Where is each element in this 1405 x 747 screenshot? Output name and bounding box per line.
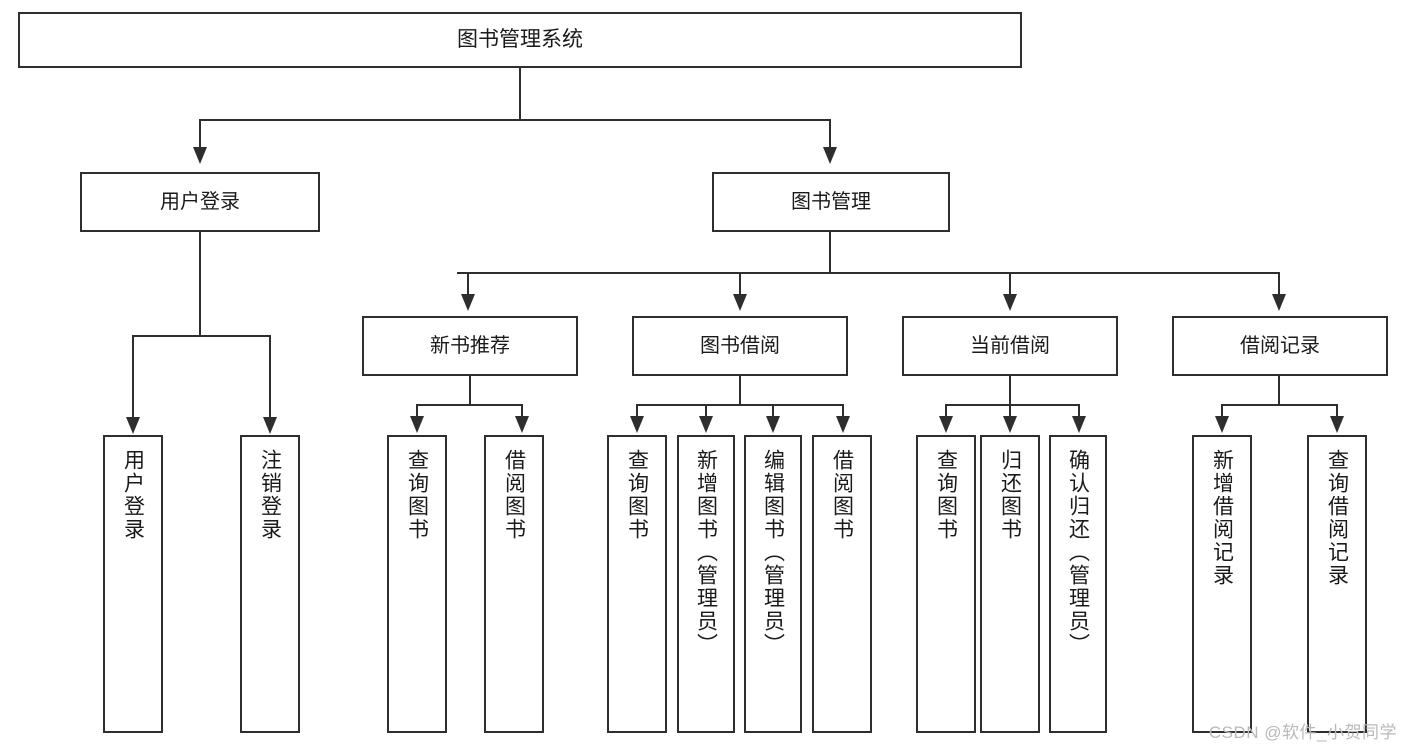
connector-recommend-leg-1 (416, 404, 418, 418)
node-label: 借阅图书 (830, 449, 854, 541)
arrowhead-recommend-leaf-1 (410, 416, 424, 433)
connector-borrow-leg-2 (705, 404, 707, 418)
connector-book-stem (829, 232, 831, 274)
arrowhead-current-leaf-2 (1003, 416, 1017, 433)
connector-root-stem (519, 68, 521, 120)
connector-user-to-leaf-1 (132, 335, 134, 419)
node-new-book-recommendation[interactable]: 新书推荐 (362, 316, 578, 376)
connector-borrow-stem (739, 376, 741, 405)
arrowhead-root-to-user (193, 147, 207, 164)
node-label: 借阅记录 (1240, 334, 1320, 357)
arrowhead-book-to-recommend (461, 294, 475, 311)
connector-recommend-stem (469, 376, 471, 405)
connector-records-leg-1 (1221, 404, 1223, 418)
node-label: 查询图书 (625, 449, 649, 541)
node-label: 图书借阅 (700, 334, 780, 357)
arrowhead-root-to-book (823, 147, 837, 164)
arrowhead-user-to-leaf-1 (126, 417, 140, 434)
arrowhead-records-leaf-1 (1215, 416, 1229, 433)
connector-current-stem (1009, 376, 1011, 405)
node-current-borrowing[interactable]: 当前借阅 (902, 316, 1118, 376)
leaf-borrow-query-book[interactable]: 查询图书 (607, 435, 667, 733)
node-root-system[interactable]: 图书管理系统 (18, 12, 1022, 68)
arrowhead-current-leaf-1 (939, 416, 953, 433)
connector-root-to-user (199, 119, 201, 149)
node-label: 借阅图书 (502, 449, 526, 541)
leaf-edit-book-admin[interactable]: 编辑图书（管理员） (744, 435, 802, 733)
arrowhead-book-to-current (1003, 294, 1017, 311)
leaf-add-borrow-record[interactable]: 新增借阅记录 (1192, 435, 1252, 733)
node-label: 用户登录 (160, 190, 240, 213)
leaf-borrow-book[interactable]: 借阅图书 (812, 435, 872, 733)
connector-recommend-leg-2 (521, 404, 523, 418)
node-label: 新增图书（管理员） (694, 449, 718, 656)
node-book-management[interactable]: 图书管理 (712, 172, 950, 232)
node-label: 确认归还（管理员） (1066, 449, 1090, 656)
connector-records-bus (1221, 404, 1338, 406)
node-label: 图书管理系统 (457, 28, 583, 52)
arrowhead-recommend-leaf-2 (515, 416, 529, 433)
arrowhead-records-leaf-2 (1330, 416, 1344, 433)
leaf-recommend-borrow-book[interactable]: 借阅图书 (484, 435, 544, 733)
leaf-current-query-book[interactable]: 查询图书 (916, 435, 976, 733)
connector-recommend-bus (416, 404, 523, 406)
connector-book-to-borrow (739, 272, 741, 296)
connector-current-leg-3 (1078, 404, 1080, 418)
arrowhead-current-leaf-3 (1072, 416, 1086, 433)
connector-current-bus (945, 404, 1080, 406)
leaf-return-book[interactable]: 归还图书 (980, 435, 1040, 733)
connector-book-to-recommend (467, 272, 469, 296)
connector-book-to-current (1009, 272, 1011, 296)
arrowhead-borrow-leaf-2 (699, 416, 713, 433)
leaf-confirm-return-admin[interactable]: 确认归还（管理员） (1049, 435, 1107, 733)
connector-borrow-leg-4 (842, 404, 844, 418)
arrowhead-borrow-leaf-1 (630, 416, 644, 433)
node-label: 查询借阅记录 (1325, 449, 1349, 587)
leaf-recommend-query-book[interactable]: 查询图书 (387, 435, 447, 733)
connector-user-to-leaf-2 (269, 335, 271, 419)
arrowhead-book-to-borrow (733, 294, 747, 311)
leaf-logout[interactable]: 注销登录 (240, 435, 300, 733)
connector-records-leg-2 (1336, 404, 1338, 418)
node-label: 新增借阅记录 (1210, 449, 1234, 587)
connector-user-stem (199, 232, 201, 336)
node-label: 当前借阅 (970, 334, 1050, 357)
connector-book-bus (457, 272, 1280, 274)
connector-borrow-bus (636, 404, 844, 406)
node-label: 查询图书 (405, 449, 429, 541)
arrowhead-borrow-leaf-3 (766, 416, 780, 433)
connector-root-bus (199, 119, 831, 121)
node-book-borrowing[interactable]: 图书借阅 (632, 316, 848, 376)
node-label: 图书管理 (791, 190, 871, 213)
connector-current-leg-1 (945, 404, 947, 418)
connector-borrow-leg-3 (772, 404, 774, 418)
node-user-login[interactable]: 用户登录 (80, 172, 320, 232)
arrowhead-user-to-leaf-2 (263, 417, 277, 434)
connector-current-leg-2 (1009, 404, 1011, 418)
node-label: 查询图书 (934, 449, 958, 541)
arrowhead-book-to-records (1272, 294, 1286, 311)
connector-root-to-book (829, 119, 831, 149)
node-label: 用户登录 (121, 449, 145, 541)
node-label: 归还图书 (998, 449, 1022, 541)
connector-book-to-records (1278, 272, 1280, 296)
arrowhead-borrow-leaf-4 (836, 416, 850, 433)
watermark: CSDN @软件_小贺同学 (1208, 723, 1397, 742)
node-label: 编辑图书（管理员） (761, 449, 785, 656)
leaf-add-book-admin[interactable]: 新增图书（管理员） (677, 435, 735, 733)
leaf-query-borrow-record[interactable]: 查询借阅记录 (1307, 435, 1367, 733)
node-label: 新书推荐 (430, 334, 510, 357)
connector-records-stem (1278, 376, 1280, 405)
leaf-user-login[interactable]: 用户登录 (103, 435, 163, 733)
connector-user-bus (132, 335, 271, 337)
node-label: 注销登录 (258, 449, 282, 541)
node-borrowing-records[interactable]: 借阅记录 (1172, 316, 1388, 376)
connector-borrow-leg-1 (636, 404, 638, 418)
